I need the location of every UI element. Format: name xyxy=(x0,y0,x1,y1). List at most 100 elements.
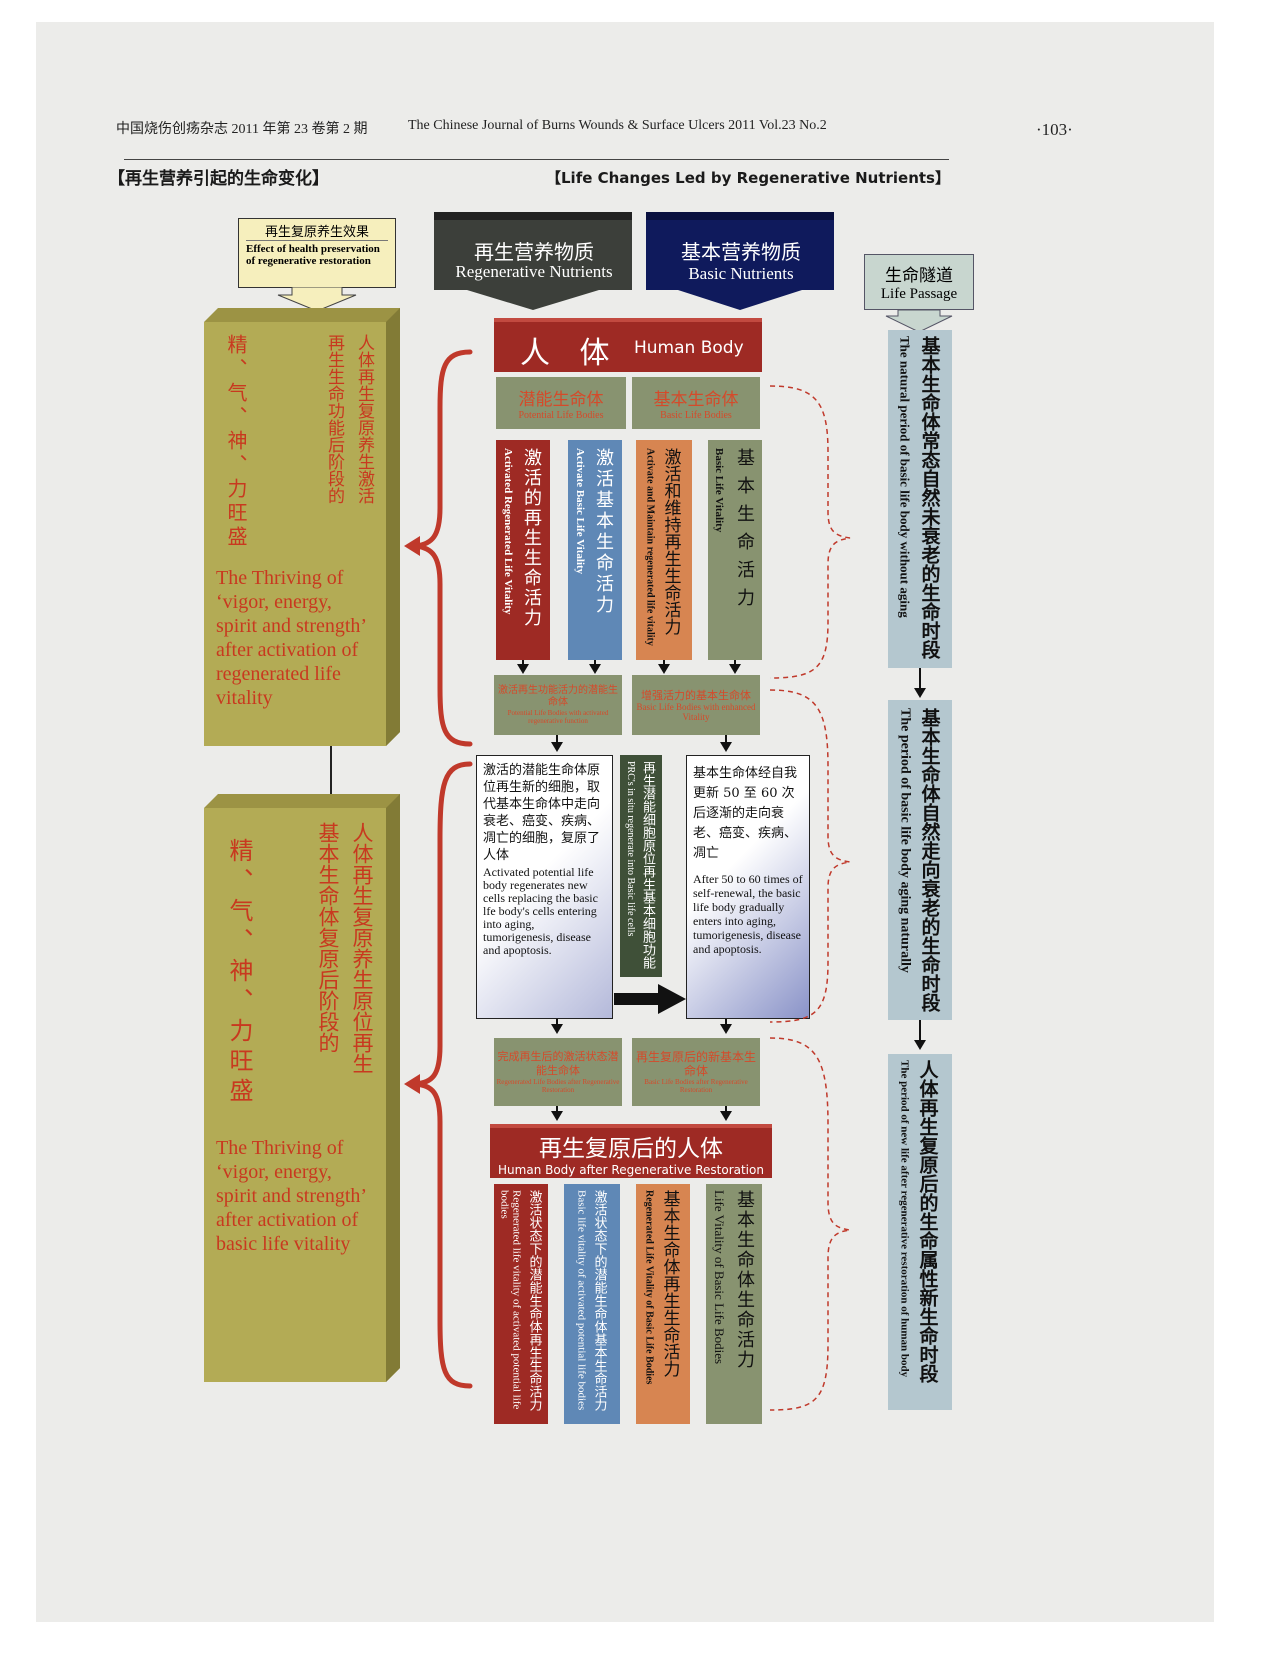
journal-header-cn: 中国烧伤创疡杂志 2011 年第 23 卷第 2 期 xyxy=(116,122,368,137)
down-arrow xyxy=(589,664,601,674)
process-right-arrow xyxy=(614,984,686,1014)
restored-box-left-cn: 完成再生后的激活状态潜能生命体 xyxy=(497,1050,619,1077)
human-body-cn: 人 体 xyxy=(520,336,620,371)
dashed-brace-3 xyxy=(769,1037,851,1411)
arrow-line xyxy=(556,735,558,743)
mid-box-left-en: Potential Life Bodies with activated reg… xyxy=(507,709,609,725)
basic-life-bodies-box: 基本生命体 Basic Life Bodies xyxy=(632,377,760,429)
process-right-cn: 基本生命体经自我更新 50 至 60 次后逐渐的走向衰老、癌变、疾病、凋亡 xyxy=(693,766,798,861)
arrow-line xyxy=(725,1019,727,1025)
life-passage-en: Life Passage xyxy=(880,286,958,302)
human-body-box: 人 体 Human Body xyxy=(494,318,762,372)
bottom-col-2: 激活状态下的潜能生命体基本生命活力 Basic life vitality of… xyxy=(564,1184,620,1424)
life-period-3: 人体再生复原后的生命属性新生命时段 The period of new life… xyxy=(888,1054,952,1410)
potential-life-bodies-cn: 潜能生命体 xyxy=(518,390,604,410)
life-passage-box: 生命隧道 Life Passage xyxy=(864,254,974,310)
title-en: 【Life Changes Led by Regenerative Nutrie… xyxy=(546,169,950,187)
down-arrow xyxy=(658,664,670,674)
left-block-1-cn-b: 再生生命功能后阶段的 xyxy=(324,334,344,504)
period-arrow-line xyxy=(919,668,921,690)
brace-lower xyxy=(404,761,473,1389)
effect-down-arrow xyxy=(277,287,357,311)
left-block-2-cn-b: 基本生命体复原后阶段的 xyxy=(316,822,340,1053)
life-period-3-en: The period of new life after regenerativ… xyxy=(898,1060,911,1378)
basic-nutrients-box xyxy=(646,212,834,310)
arrow-line xyxy=(725,735,727,743)
life-period-1-cn: 基本生命体常态自然未衰老的生命时段 xyxy=(918,336,941,659)
regen-nutrients-en: Regenerative Nutrients xyxy=(455,262,613,281)
restored-box-right: 再生复原后的新基本生命体 Basic Life Bodies after Reg… xyxy=(632,1038,760,1106)
life-period-2: 基本生命体自然走向衰老的生命时段 The period of basic lif… xyxy=(888,700,952,1020)
vitality-col-1: 激活的再生生命活力 Activated Regenerated Life Vit… xyxy=(496,440,550,660)
bottom-col-1-en: Regenerated life vitality of activated p… xyxy=(498,1190,523,1410)
arrow-line xyxy=(594,660,596,666)
potential-life-bodies-en: Potential Life Bodies xyxy=(518,410,604,421)
process-right-en: After 50 to 60 times of self-renewal, th… xyxy=(693,872,803,956)
left-block-2-en: The Thriving of ‘vigor, energy, spirit a… xyxy=(216,1137,366,1255)
life-period-1: 基本生命体常态自然未衰老的生命时段 The natural period of … xyxy=(888,330,952,668)
arrow-line xyxy=(663,660,665,666)
life-period-1-en: The natural period of basic life body wi… xyxy=(897,336,913,618)
restored-box-left-en: Regenerated Life Bodies after Regenerati… xyxy=(496,1078,620,1094)
process-middle-en: PRC's in situ regenerate into Basic life… xyxy=(625,761,636,937)
down-arrow xyxy=(720,1111,732,1121)
down-arrow xyxy=(720,1024,732,1034)
bottom-col-1-cn: 激活状态下的潜能生命体再生生命活力 xyxy=(526,1190,542,1411)
basic-nutrients-en: Basic Nutrients xyxy=(688,264,794,283)
basic-life-bodies-en: Basic Life Bodies xyxy=(660,410,732,421)
life-passage-cn: 生命隧道 xyxy=(885,266,953,286)
effect-title: 再生复原养生效果 xyxy=(246,221,388,241)
bottom-col-4: 基本生命体生命活力 Life Vitality of Basic Life Bo… xyxy=(706,1184,762,1424)
life-period-2-cn: 基本生命体自然走向衰老的生命时段 xyxy=(918,708,941,1012)
process-left-cn: 激活的潜能生命体原位再生新的细胞，取代基本生命体中走向衰老、癌变、疾病、凋亡的细… xyxy=(483,763,601,863)
down-arrow xyxy=(551,742,563,752)
page: 中国烧伤创疡杂志 2011 年第 23 卷第 2 期 The Chinese J… xyxy=(36,22,1214,1622)
vitality-col-2: 激活基本生命活力 Activate Basic Life Vitality xyxy=(568,440,622,660)
regen-nutrients-box xyxy=(434,212,632,310)
vitality-col-3-cn: 激活和维持再生生命活力 xyxy=(660,448,681,635)
effect-en: Effect of health preservation of regener… xyxy=(246,243,380,267)
down-arrow xyxy=(517,664,529,674)
human-body-en: Human Body xyxy=(634,338,744,358)
arrow-line xyxy=(556,1106,558,1112)
mid-box-left: 激活再生功能活力的潜能生命体 Potential Life Bodies wit… xyxy=(494,675,622,735)
vitality-col-4-en: Basic Life Vitality xyxy=(713,448,725,533)
bottom-col-3: 基本生命体再生生命活力 Regenerated Life Vitality of… xyxy=(636,1184,690,1424)
effect-box: 再生复原养生效果 Effect of health preservation o… xyxy=(238,218,396,288)
bottom-col-2-en: Basic life vitality of activated potenti… xyxy=(575,1190,588,1411)
left-block-1-cn-a: 人体再生复原养生激活 xyxy=(354,334,374,504)
bottom-col-2-cn: 激活状态下的潜能生命体基本生命活力 xyxy=(591,1190,607,1411)
period-down-arrow xyxy=(914,688,926,698)
bottom-col-3-cn: 基本生命体再生生命活力 xyxy=(659,1190,680,1377)
arrow-line xyxy=(556,1019,558,1025)
life-period-3-cn: 人体再生复原后的生命属性新生命时段 xyxy=(916,1060,939,1383)
restored-box-right-en: Basic Life Bodies after Regenerative Res… xyxy=(644,1078,748,1094)
vitality-col-1-cn: 激活的再生生命活力 xyxy=(521,448,542,628)
process-left-en: Activated potential life body regenerate… xyxy=(483,865,598,957)
arrow-line xyxy=(522,660,524,666)
mid-box-right: 增强活力的基本生命体 Basic Life Bodies with enhanc… xyxy=(632,675,760,735)
vitality-col-3-en: Activate and Maintain regenerated life v… xyxy=(644,448,656,646)
vitality-col-4: 基本生命活力 Basic Life Vitality xyxy=(708,440,762,660)
left-block-connector xyxy=(330,746,332,810)
brace-upper xyxy=(404,349,473,747)
process-left-box: 激活的潜能生命体原位再生新的细胞，取代基本生命体中走向衰老、癌变、疾病、凋亡的细… xyxy=(476,755,613,1019)
left-block-2-cn-a: 人体再生复原养生原位再生 xyxy=(350,822,374,1074)
basic-nutrients-cn: 基本营养物质 xyxy=(681,240,801,264)
restored-human-body-en: Human Body after Regenerative Restoratio… xyxy=(498,1163,764,1177)
left-block-1-cn-c: 精、气、神、力旺盛 xyxy=(224,334,248,550)
left-block-2: 人体再生复原养生原位再生 基本生命体复原后阶段的 精、气、神、力旺盛 The T… xyxy=(216,818,381,1378)
vitality-col-3: 激活和维持再生生命活力 Activate and Maintain regene… xyxy=(636,440,692,660)
restored-human-body-box: 再生复原后的人体 Human Body after Regenerative R… xyxy=(490,1124,772,1178)
period-arrow-line xyxy=(919,1020,921,1042)
life-period-2-en: The period of basic life body aging natu… xyxy=(897,708,913,973)
left-block-2-cn-c: 精、气、神、力旺盛 xyxy=(225,838,253,1108)
title-cn: 【再生营养引起的生命变化】 xyxy=(108,169,329,189)
bottom-col-4-en: Life Vitality of Basic Life Bodies xyxy=(712,1190,727,1365)
bottom-col-1: 激活状态下的潜能生命体再生生命活力 Regenerated life vital… xyxy=(494,1184,548,1424)
header-rule xyxy=(124,159,949,160)
page-number: ·103· xyxy=(1036,120,1073,139)
basic-life-bodies-cn: 基本生命体 xyxy=(653,390,739,410)
dashed-brace-2 xyxy=(769,689,851,1023)
process-right-box: 基本生命体经自我更新 50 至 60 次后逐渐的走向衰老、癌变、疾病、凋亡 Af… xyxy=(686,755,810,1019)
